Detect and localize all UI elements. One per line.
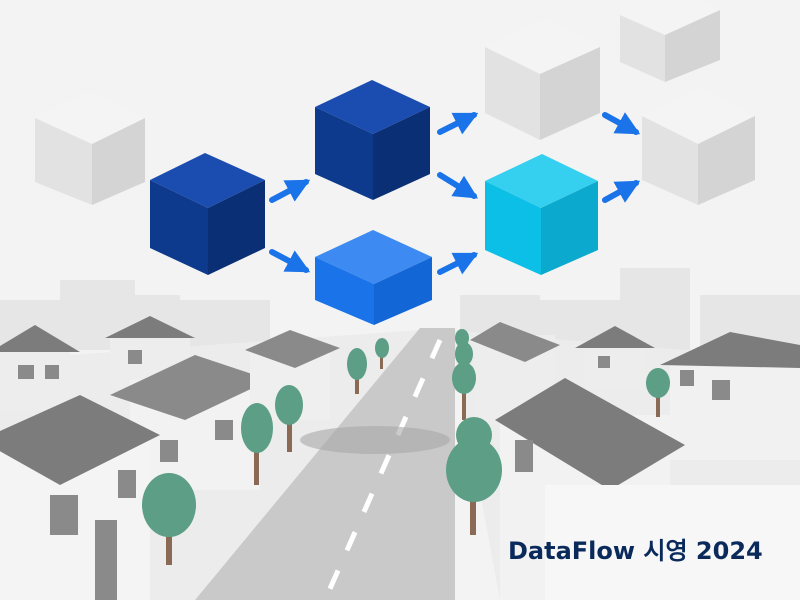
cube-icon [642,88,755,205]
tree-icon [241,403,273,485]
arrow-icon [437,112,479,135]
road-shadow [300,426,450,454]
arrow-icon [602,180,641,203]
cube-icon [35,92,145,205]
arrow-icon [437,172,479,199]
arrow-icon [269,249,311,273]
house-icon [575,326,655,390]
tree-icon [446,417,502,535]
road [195,328,455,600]
house-icon [0,395,160,600]
house-icon [660,332,800,460]
cube-icon [485,20,600,140]
tree-icon [452,329,476,420]
foreground-wall [545,485,800,600]
road-center-line [322,338,443,600]
cube-icon [150,153,265,275]
arrow-icon [602,112,641,135]
house-icon [105,316,195,390]
tree-icon [347,348,367,394]
tree-icon [275,385,303,452]
arrow-icon [269,179,311,203]
tree-icon [375,338,389,369]
flow-arrows [269,112,641,275]
brand-caption: DataFlow 시영 2024 [508,537,763,565]
house-icon [0,325,80,410]
tree-icon [646,368,670,417]
cube-icon [315,80,430,200]
cube-icon [315,230,432,325]
cube-icon [620,0,720,82]
arrow-icon [437,252,479,275]
cube-icon [485,154,598,275]
tree-icon [142,473,196,565]
